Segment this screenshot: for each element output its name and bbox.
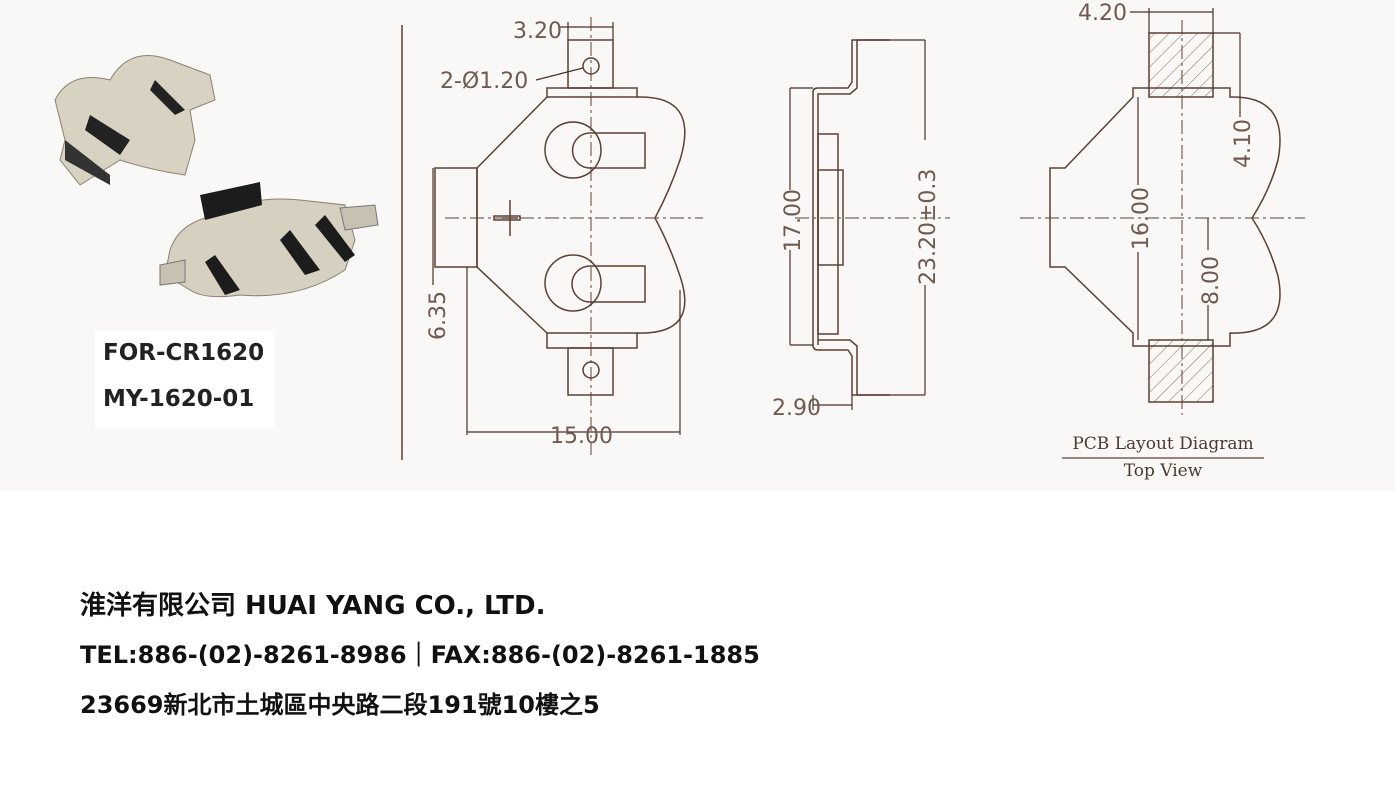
model-line-2: MY-1620-01 xyxy=(103,386,255,412)
pcb-title: PCB Layout Diagram xyxy=(1072,434,1253,454)
dim-half: 8.00 xyxy=(1199,256,1224,305)
drawing-area: 3.20 2-Ø1.20 15.00 6.35 17.00 23.20±0.3 … xyxy=(54,1,1305,481)
dim-pad-gap: 16.00 xyxy=(1129,187,1154,250)
model-label: FOR-CR1620 MY-1620-01 xyxy=(95,330,275,428)
dim-width: 15.00 xyxy=(550,424,613,449)
company-info: 淮洋有限公司 HUAI YANG CO., LTD. TEL:886-(02)-… xyxy=(80,585,760,735)
model-line-1: FOR-CR1620 xyxy=(103,340,265,366)
company-name: 淮洋有限公司 HUAI YANG CO., LTD. xyxy=(80,591,546,621)
dim-pad-width: 4.20 xyxy=(1078,1,1127,26)
dim-hole: 2-Ø1.20 xyxy=(440,69,528,94)
pcb-subtitle: Top View xyxy=(1124,461,1203,481)
technical-drawing: 3.20 2-Ø1.20 15.00 6.35 17.00 23.20±0.3 … xyxy=(54,1,1305,481)
company-contact: TEL:886-(02)-8261-8986｜FAX:886-(02)-8261… xyxy=(80,641,760,669)
dim-pad-length: 4.10 xyxy=(1231,119,1256,168)
dim-overall: 23.20±0.3 xyxy=(916,169,941,285)
dim-height: 2.90 xyxy=(772,396,821,421)
dim-left-tab: 6.35 xyxy=(426,291,451,340)
company-address: 23669新北市土城區中央路二段191號10樓之5 xyxy=(80,691,600,719)
dim-tab-width: 3.20 xyxy=(513,19,562,44)
pcb-view xyxy=(1020,8,1305,459)
product-photo xyxy=(54,55,379,298)
dim-inner: 17.00 xyxy=(781,189,806,252)
front-view xyxy=(432,17,703,455)
side-view xyxy=(789,39,950,410)
